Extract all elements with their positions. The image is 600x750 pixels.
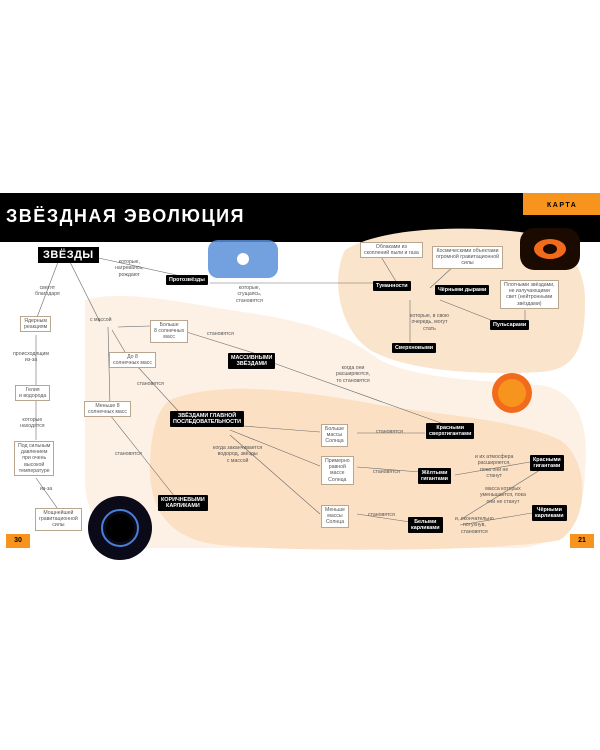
box-nuclear: Ядерным реакциям bbox=[20, 316, 52, 333]
box-less-than-8: Меньше 8 солнечных масс bbox=[84, 401, 131, 418]
node-supernovae: Сверхновыми bbox=[392, 343, 437, 353]
page-number-right: 21 bbox=[570, 534, 594, 548]
label-shine-thanks: светят благодаря bbox=[35, 285, 60, 298]
label-become-1: становятся bbox=[207, 331, 234, 337]
node-black-holes: Чёрными дырами bbox=[435, 285, 490, 295]
label-when-expand: когда они расширяются, то становятся bbox=[336, 365, 370, 384]
box-high-pressure: Под сильным давлением при очень высокой … bbox=[14, 441, 55, 477]
label-which-born: которые, нагреваясь, рождают bbox=[115, 259, 144, 278]
label-become-2: становятся bbox=[137, 381, 164, 387]
label-become-3: становятся bbox=[115, 451, 142, 457]
map-label: КАРТА bbox=[547, 202, 578, 209]
page-title: ЗВЁЗДНАЯ ЭВОЛЮЦИЯ bbox=[6, 206, 245, 226]
box-gravity: Мощнейшей гравитационной силы bbox=[35, 508, 82, 531]
label-due-to: из-за bbox=[40, 486, 53, 492]
box-helium: Гелия и водорода bbox=[15, 385, 51, 402]
box-dense-stars: Плотными звёздами, не излучающими свет (… bbox=[500, 280, 559, 309]
label-when-hydrogen-ends: когда заканчивается водород, звёзды с ма… bbox=[213, 445, 263, 464]
beige-blob-lower bbox=[150, 388, 583, 550]
map-tab bbox=[523, 193, 600, 215]
node-nebulae: Туманности bbox=[373, 281, 411, 291]
node-protostars: Протозвёзды bbox=[166, 275, 208, 285]
label-become-5: становятся bbox=[373, 469, 400, 475]
box-gas-dust: Облаками из скоплений пыли и газа bbox=[360, 242, 423, 259]
label-with-mass: с массой bbox=[90, 317, 112, 323]
label-gradually-cooling: и, окончательно потухнув, становятся bbox=[455, 516, 494, 535]
label-consisting: происходящим из-за bbox=[13, 351, 49, 364]
label-become-6: становятся bbox=[368, 512, 395, 518]
node-stars: ЗВЁЗДЫ bbox=[38, 247, 99, 263]
box-more-than-8: Больше 8 солнечных масс bbox=[150, 320, 189, 343]
node-brown-dwarfs: КОРИЧНЕВЫМИ КАРЛИКАМИ bbox=[158, 495, 208, 511]
box-more-sun: Больше массы Солнца bbox=[321, 424, 348, 447]
label-if-atmosphere: и их атмосфера расширяется, пока они не … bbox=[475, 454, 514, 479]
node-white-dwarfs: Белыми карликами bbox=[408, 517, 443, 533]
node-pulsars: Пульсарами bbox=[490, 320, 530, 330]
box-up-to-8: До 8 солнечных масс bbox=[109, 352, 156, 369]
node-main-sequence: ЗВЁЗДАМИ ГЛАВНОЙ ПОСЛЕДОВАТЕЛЬНОСТИ bbox=[170, 411, 245, 427]
label-which-condense: которые, сгущаясь, становятся bbox=[236, 285, 263, 304]
box-cosmic-objects: Космическими объектами огромной гравитац… bbox=[432, 246, 503, 269]
node-black-dwarfs: Чёрными карликами bbox=[532, 505, 567, 521]
node-massive-stars: МАССИВНЫМИ ЗВЁЗДАМИ bbox=[228, 353, 276, 369]
node-red-supergiants: Красными сверхгигантами bbox=[426, 423, 475, 439]
label-become-4: становятся bbox=[376, 429, 403, 435]
label-which-in-turn: которые, в свою очередь, могут стать bbox=[410, 313, 449, 332]
label-which-found: которые находятся bbox=[20, 417, 45, 430]
page-number-left: 30 bbox=[6, 534, 30, 548]
node-red-giants: Красными гигантами bbox=[530, 455, 564, 471]
node-yellow-giants: Жёлтыми гигантами bbox=[418, 468, 451, 484]
label-mass-decreases: масса которых уменьшается, пока они не с… bbox=[480, 486, 526, 505]
box-less-sun: Меньше массы Солнца bbox=[321, 505, 349, 528]
box-approx-sun: Примерно равной массе Солнца bbox=[321, 456, 354, 485]
